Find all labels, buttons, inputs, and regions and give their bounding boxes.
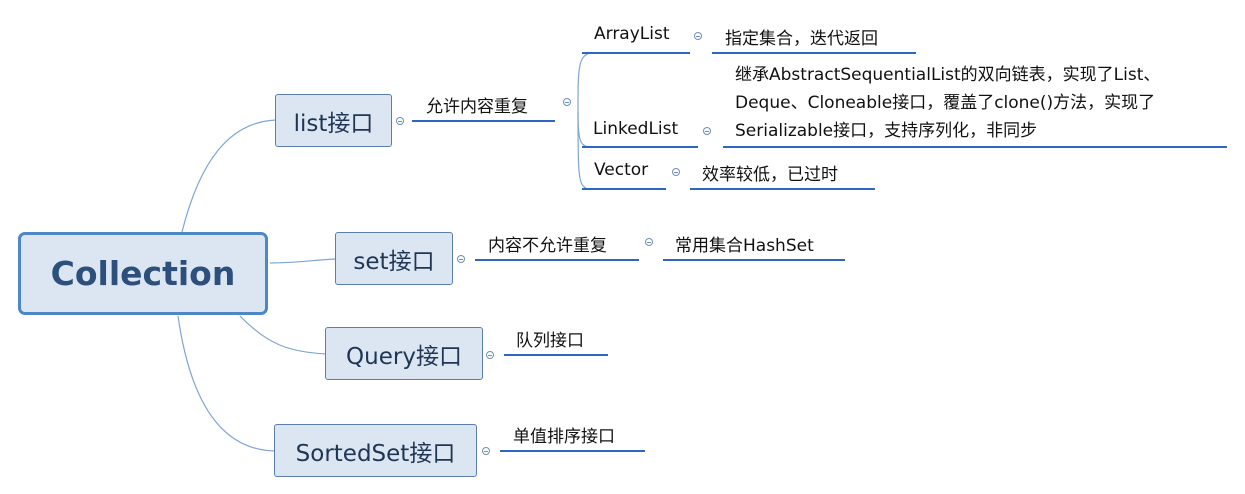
linkedlist-desc-underline [723, 146, 1227, 148]
child-vector[interactable]: Vector [594, 160, 649, 180]
list-note-underline [412, 120, 555, 122]
sortedset-note-underline [500, 450, 645, 452]
linkedlist-desc[interactable]: 继承AbstractSequentialList的双向链表，实现了List、 D… [735, 61, 1235, 145]
linkedlist-desc-line: 继承AbstractSequentialList的双向链表，实现了List、 [735, 65, 1161, 85]
list-note[interactable]: 允许内容重复 [426, 97, 528, 117]
arraylist-underline [582, 52, 690, 54]
query-note-underline [504, 354, 608, 356]
branch-set-interface[interactable]: set接口 [335, 232, 453, 285]
set-note-underline [475, 259, 639, 261]
linkedlist-desc-line: Deque、Cloneable接口，覆盖了clone()方法，实现了 [735, 93, 1156, 113]
root-node-collection[interactable]: Collection [18, 232, 268, 315]
arraylist-desc[interactable]: 指定集合，迭代返回 [725, 29, 878, 49]
collapse-toggle-icon[interactable] [563, 98, 571, 106]
child-linkedlist[interactable]: LinkedList [593, 119, 679, 139]
set-detail-underline [663, 259, 845, 261]
linkedlist-underline [582, 146, 698, 148]
linkedlist-desc-line: Serializable接口，支持序列化，非同步 [735, 121, 1038, 141]
collapse-toggle-icon[interactable] [672, 168, 680, 176]
branch-query-interface[interactable]: Query接口 [325, 327, 483, 380]
collapse-toggle-icon[interactable] [703, 127, 711, 135]
collapse-toggle-icon[interactable] [486, 351, 494, 359]
collapse-toggle-icon[interactable] [482, 447, 490, 455]
branch-sortedset-interface[interactable]: SortedSet接口 [274, 424, 477, 477]
vector-desc[interactable]: 效率较低，已过时 [702, 165, 838, 185]
vector-desc-underline [690, 188, 875, 190]
child-arraylist[interactable]: ArrayList [594, 24, 670, 44]
set-detail[interactable]: 常用集合HashSet [675, 236, 814, 256]
query-note[interactable]: 队列接口 [516, 331, 584, 351]
collapse-toggle-icon[interactable] [457, 255, 465, 263]
collapse-toggle-icon[interactable] [645, 238, 653, 246]
collapse-toggle-icon[interactable] [396, 117, 404, 125]
arraylist-desc-underline [712, 52, 916, 54]
collapse-toggle-icon[interactable] [694, 32, 702, 40]
sortedset-note[interactable]: 单值排序接口 [513, 427, 615, 447]
branch-list-interface[interactable]: list接口 [275, 94, 392, 147]
set-note[interactable]: 内容不允许重复 [488, 236, 607, 256]
vector-underline [582, 188, 666, 190]
